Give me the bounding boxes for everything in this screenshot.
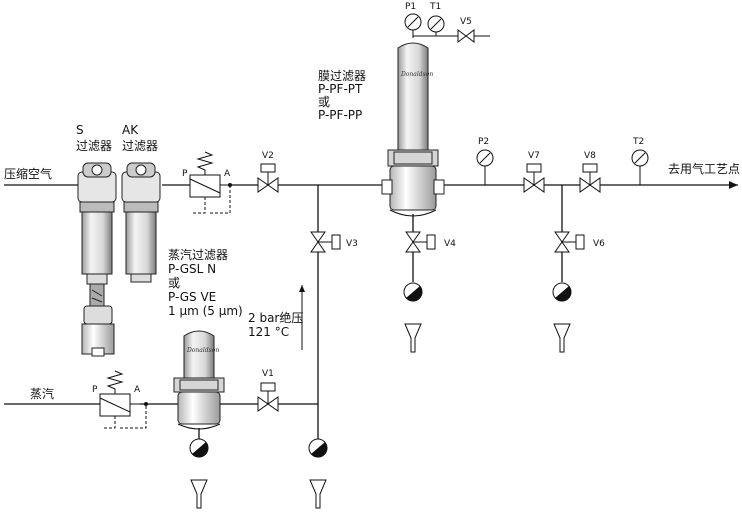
pressure-note-1: 2 bar绝压 bbox=[248, 310, 303, 325]
steam-regulator-port-a: A bbox=[134, 385, 141, 395]
valve-v8[interactable] bbox=[579, 163, 601, 193]
funnel-riser bbox=[309, 479, 327, 509]
ak-filter-label-1: AK bbox=[122, 123, 139, 137]
steam-trap-membrane bbox=[403, 282, 423, 302]
steam-filter-label-1: 蒸汽过滤器 bbox=[168, 247, 228, 262]
steam-filter-label-4: P-GS VE bbox=[168, 290, 216, 304]
s-filter-label-2: 过滤器 bbox=[76, 139, 112, 153]
valve-v5-label: V5 bbox=[460, 17, 472, 27]
steam-filter bbox=[173, 330, 225, 430]
valve-v4[interactable] bbox=[405, 231, 436, 253]
valve-v6-label: V6 bbox=[593, 239, 605, 249]
compressed-air-label: 压缩空气 bbox=[4, 166, 52, 181]
steam-filter-brand: Donaldson bbox=[186, 347, 219, 354]
s-filter-label-1: S bbox=[76, 123, 84, 137]
membrane-filter-brand: Donaldson bbox=[400, 71, 433, 78]
s-filter bbox=[77, 162, 117, 357]
membrane-filter-label-2: P-PF-PT bbox=[318, 82, 363, 96]
funnel-membrane bbox=[404, 323, 422, 353]
valve-v3-label: V3 bbox=[346, 239, 358, 249]
steam-trap-filter bbox=[189, 438, 209, 458]
steam-trap-process bbox=[552, 282, 572, 302]
steam-pressure-regulator bbox=[99, 370, 148, 429]
valve-v4-label: V4 bbox=[444, 239, 456, 249]
air-pressure-regulator bbox=[189, 151, 232, 214]
air-regulator-port-a: A bbox=[224, 169, 231, 179]
membrane-filter-label-4: P-PF-PP bbox=[318, 108, 362, 122]
funnel-steam-filter bbox=[190, 479, 208, 509]
ak-filter bbox=[121, 162, 161, 283]
steam-trap-riser bbox=[308, 438, 328, 458]
temperature-gauge-t1 bbox=[427, 15, 445, 33]
membrane-filter bbox=[381, 30, 445, 217]
valve-v5[interactable] bbox=[457, 29, 475, 43]
to-process-label: 去用气工艺点 bbox=[668, 161, 740, 176]
air-regulator-port-p: P bbox=[182, 169, 188, 179]
steam-filter-label-2: P-GSL N bbox=[168, 262, 216, 276]
valve-v8-label: V8 bbox=[584, 151, 596, 161]
ak-filter-label-2: 过滤器 bbox=[122, 139, 158, 153]
valve-v1-label: V1 bbox=[262, 369, 274, 379]
valve-v3[interactable] bbox=[310, 231, 341, 253]
top-manifold bbox=[412, 30, 490, 37]
steam-label: 蒸汽 bbox=[30, 386, 54, 401]
pressure-gauge-p2 bbox=[476, 149, 494, 167]
valve-v6[interactable] bbox=[554, 231, 585, 253]
steam-filter-label-5: 1 μm (5 μm) bbox=[168, 304, 243, 318]
valve-v1[interactable] bbox=[257, 382, 279, 412]
membrane-filter-label-1: 膜过滤器 bbox=[318, 69, 366, 83]
gauge-t2-label: T2 bbox=[632, 137, 644, 147]
gauge-p2-label: P2 bbox=[478, 137, 489, 147]
steam-regulator-port-p: P bbox=[92, 385, 98, 395]
gauge-t1-label: T1 bbox=[429, 2, 441, 12]
temperature-gauge-t2 bbox=[631, 149, 649, 167]
steam-filter-label-3: 或 bbox=[168, 276, 180, 290]
pressure-note-2: 121 °C bbox=[248, 325, 289, 339]
funnel-process bbox=[553, 323, 571, 353]
gauge-p1-label: P1 bbox=[405, 2, 416, 12]
pressure-gauge-p1 bbox=[404, 13, 422, 31]
valve-v2[interactable] bbox=[257, 163, 279, 193]
valve-v7-label: V7 bbox=[528, 151, 540, 161]
valve-v7[interactable] bbox=[523, 163, 545, 193]
valve-v2-label: V2 bbox=[262, 151, 274, 161]
membrane-filter-label-3: 或 bbox=[318, 95, 330, 109]
